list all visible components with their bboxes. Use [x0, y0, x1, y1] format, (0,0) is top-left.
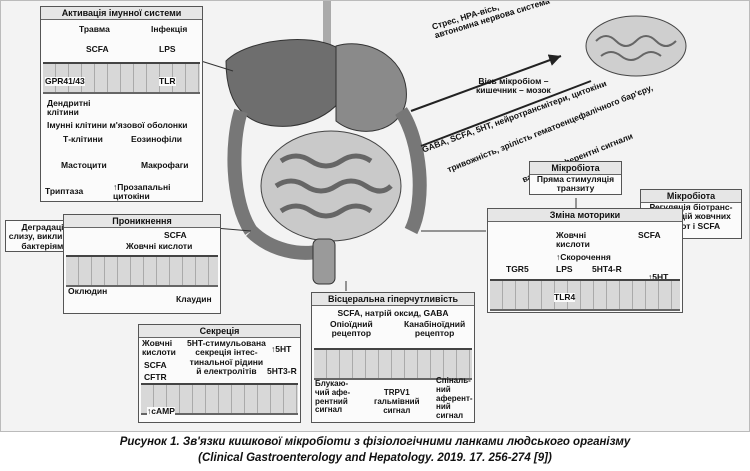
- secretion-cftr: CFTR: [144, 372, 167, 382]
- spinal-signal-label: Спіналь- ний аферент- ний сигнал: [436, 376, 473, 421]
- visceral-panel: Вісцеральна гіперчутливість SCFA, натрій…: [311, 292, 475, 423]
- tryptase-label: Триптаза: [45, 186, 84, 196]
- secretion-title: Секреція: [139, 325, 300, 338]
- figure-caption-line1: Рисунок 1. Зв'язки кишкової мікробіоти з…: [119, 436, 631, 448]
- axis-label: Вісь мікробіом – кишечник – мозок: [476, 76, 551, 96]
- mast-label: Мастоцити: [61, 160, 107, 170]
- secretion-scfa: SCFA: [144, 360, 167, 370]
- immune-title: Активація імунної системи: [41, 7, 202, 20]
- motility-panel: Зміна моторики Жовчні кислоти SCFA ↑Скор…: [487, 208, 683, 313]
- microbiota-transit-text: Пряма стимуляція транзиту: [536, 174, 615, 194]
- eosinophils-label: Еозинофіли: [131, 134, 182, 144]
- secretion-panel: Секреція Жовчні кислоти 5HT-стимульована…: [138, 324, 301, 423]
- motility-tlr4: TLR4: [554, 292, 576, 303]
- visceral-title: Вісцеральна гіперчутливість: [312, 293, 474, 306]
- motility-ht: ↑5HT: [648, 272, 669, 282]
- permeability-title: Проникнення: [64, 215, 220, 228]
- permeability-scfa: SCFA: [164, 230, 187, 240]
- secretion-ht3r: 5HT3-R: [267, 366, 297, 376]
- digestive-system-illustration: [190, 1, 687, 291]
- cannabinoid-label: Канабіноїдний рецептор: [404, 319, 466, 339]
- macrophages-label: Макрофаги: [141, 160, 189, 170]
- opioid-label: Опіоїдний рецептор: [330, 319, 373, 339]
- scfa-label: SCFA: [86, 44, 109, 54]
- secretion-ht-stim: 5HT-стимульована секреція інтес- тинальн…: [187, 338, 266, 377]
- mucus-degradation-label: Деградація слизу, викликана бактеріями: [8, 222, 82, 251]
- motility-accel: ↑Скорочення: [556, 252, 611, 262]
- dendritic-label: Дендритні клітини: [47, 98, 91, 118]
- microbiota-transit-title: Мікробіота: [530, 162, 621, 175]
- motility-scfa: SCFA: [638, 230, 661, 240]
- tcells-label: Т-клітини: [63, 134, 103, 144]
- trpv-label: TRPV1 гальмівний сигнал: [374, 388, 420, 415]
- immune-activation-panel: Активація імунної системи Травма Інфекці…: [40, 6, 203, 202]
- infection-label: Інфекція: [151, 24, 188, 34]
- cytokines-label: ↑Прозапальні цитокіни: [113, 182, 171, 202]
- mucosa-label: Імунні клітини м'язової оболонки: [47, 120, 188, 130]
- microbiota-transit-panel: Мікробіота Пряма стимуляція транзиту: [529, 161, 622, 195]
- secretion-ht: ↑5HT: [271, 344, 292, 354]
- occludin-label: Оклюдин: [68, 286, 108, 296]
- trauma-label: Травма: [79, 24, 110, 34]
- lps-label: LPS: [159, 44, 176, 54]
- permeability-bile: Жовчні кислоти: [126, 241, 193, 251]
- vagal-signal-label: Блукаю- чий афе- рентний сигнал: [315, 379, 351, 415]
- gpr-label: GPR41/43: [45, 76, 85, 87]
- microbiota-bile-title: Мікробіота: [641, 190, 741, 203]
- tlr-label: TLR: [159, 76, 176, 87]
- figure-caption-line2: (Clinical Gastroenterology and Hepatolog…: [198, 452, 552, 464]
- motility-ht4r: 5HT4-R: [592, 264, 622, 274]
- permeability-panel: Проникнення SCFA Жовчні кислоти Оклюдин …: [63, 214, 221, 314]
- motility-epithelium: [490, 279, 680, 311]
- secretion-camp: ↑cAMP: [147, 406, 175, 417]
- motility-lps: LPS: [556, 264, 573, 274]
- visceral-subtitle: SCFA, натрій оксид, GABA: [337, 308, 449, 318]
- motility-bile: Жовчні кислоти: [556, 230, 590, 250]
- figure-panel: Активація імунної системи Травма Інфекці…: [0, 0, 750, 432]
- permeability-epithelium: [66, 255, 218, 287]
- motility-tgr5: TGR5: [506, 264, 529, 274]
- secretion-bile: Жовчні кислоти: [142, 338, 176, 358]
- claudin-label: Клаудин: [176, 294, 212, 304]
- visceral-epithelium: [314, 348, 472, 380]
- motility-title: Зміна моторики: [488, 209, 682, 222]
